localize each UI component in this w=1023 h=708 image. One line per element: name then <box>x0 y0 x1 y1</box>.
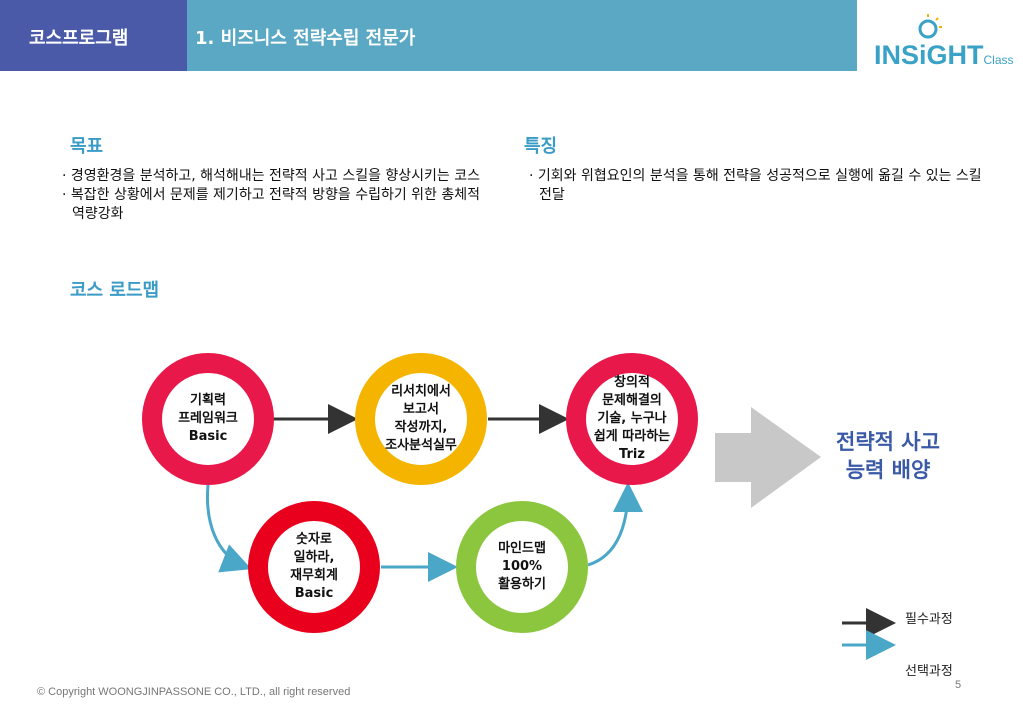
optional-arrow <box>206 484 252 573</box>
legend-optional-label: 선택과정 <box>905 664 953 679</box>
page-title: 1. 비즈니스 전략수립 전문가 <box>195 28 416 49</box>
course-research-report: 리서치에서 보고서 작성까지, 조사분석실무 <box>355 353 487 485</box>
outcome-arrow <box>715 407 821 508</box>
legend-required-label: 필수과정 <box>905 612 953 627</box>
course-mindmap: 마인드맵 100% 활용하기 <box>456 501 588 633</box>
header-bar: 1. 비즈니스 전략수립 전문가 <box>187 0 857 71</box>
insight-class-logo: INSiGHTClass <box>874 14 1014 74</box>
goal-item: 복잡한 상황에서 문제를 제기하고 전략적 방향을 수립하기 위한 총체적 역량… <box>58 186 488 224</box>
outcome-text: 전략적 사고 능력 배양 <box>836 430 940 482</box>
course-finance-basic: 숫자로 일하라, 재무회계 Basic <box>248 501 380 633</box>
copyright-text: © Copyright WOONGJINPASSONE CO., LTD., a… <box>37 686 351 698</box>
features-list: 기회와 위협요인의 분석을 통해 전략을 성공적으로 실행에 옮길 수 있는 스… <box>525 167 985 205</box>
goal-item: 경영환경을 분석하고, 해석해내는 전략적 사고 스킬을 향상시키는 코스 <box>58 167 488 186</box>
page-number: 5 <box>955 679 962 691</box>
optional-arrow <box>587 482 643 567</box>
feature-item: 기회와 위협요인의 분석을 통해 전략을 성공적으로 실행에 옮길 수 있는 스… <box>525 167 985 205</box>
features-title: 특징 <box>524 136 558 157</box>
section-label: 코스프로그램 <box>29 28 129 49</box>
course-planning-framework: 기획력 프레임워크 Basic <box>142 353 274 485</box>
logo-text: INSiGHTClass <box>874 40 1014 70</box>
roadmap-title: 코스 로드맵 <box>70 280 160 301</box>
goals-list: 경영환경을 분석하고, 해석해내는 전략적 사고 스킬을 향상시키는 코스 복잡… <box>58 167 488 224</box>
section-tab: 코스프로그램 <box>0 0 187 71</box>
course-triz: 창의적 문제해결의 기술, 누구나 쉽게 따라하는 Triz <box>566 353 698 485</box>
lightbulb-icon <box>918 14 942 39</box>
goals-title: 목표 <box>70 136 104 157</box>
